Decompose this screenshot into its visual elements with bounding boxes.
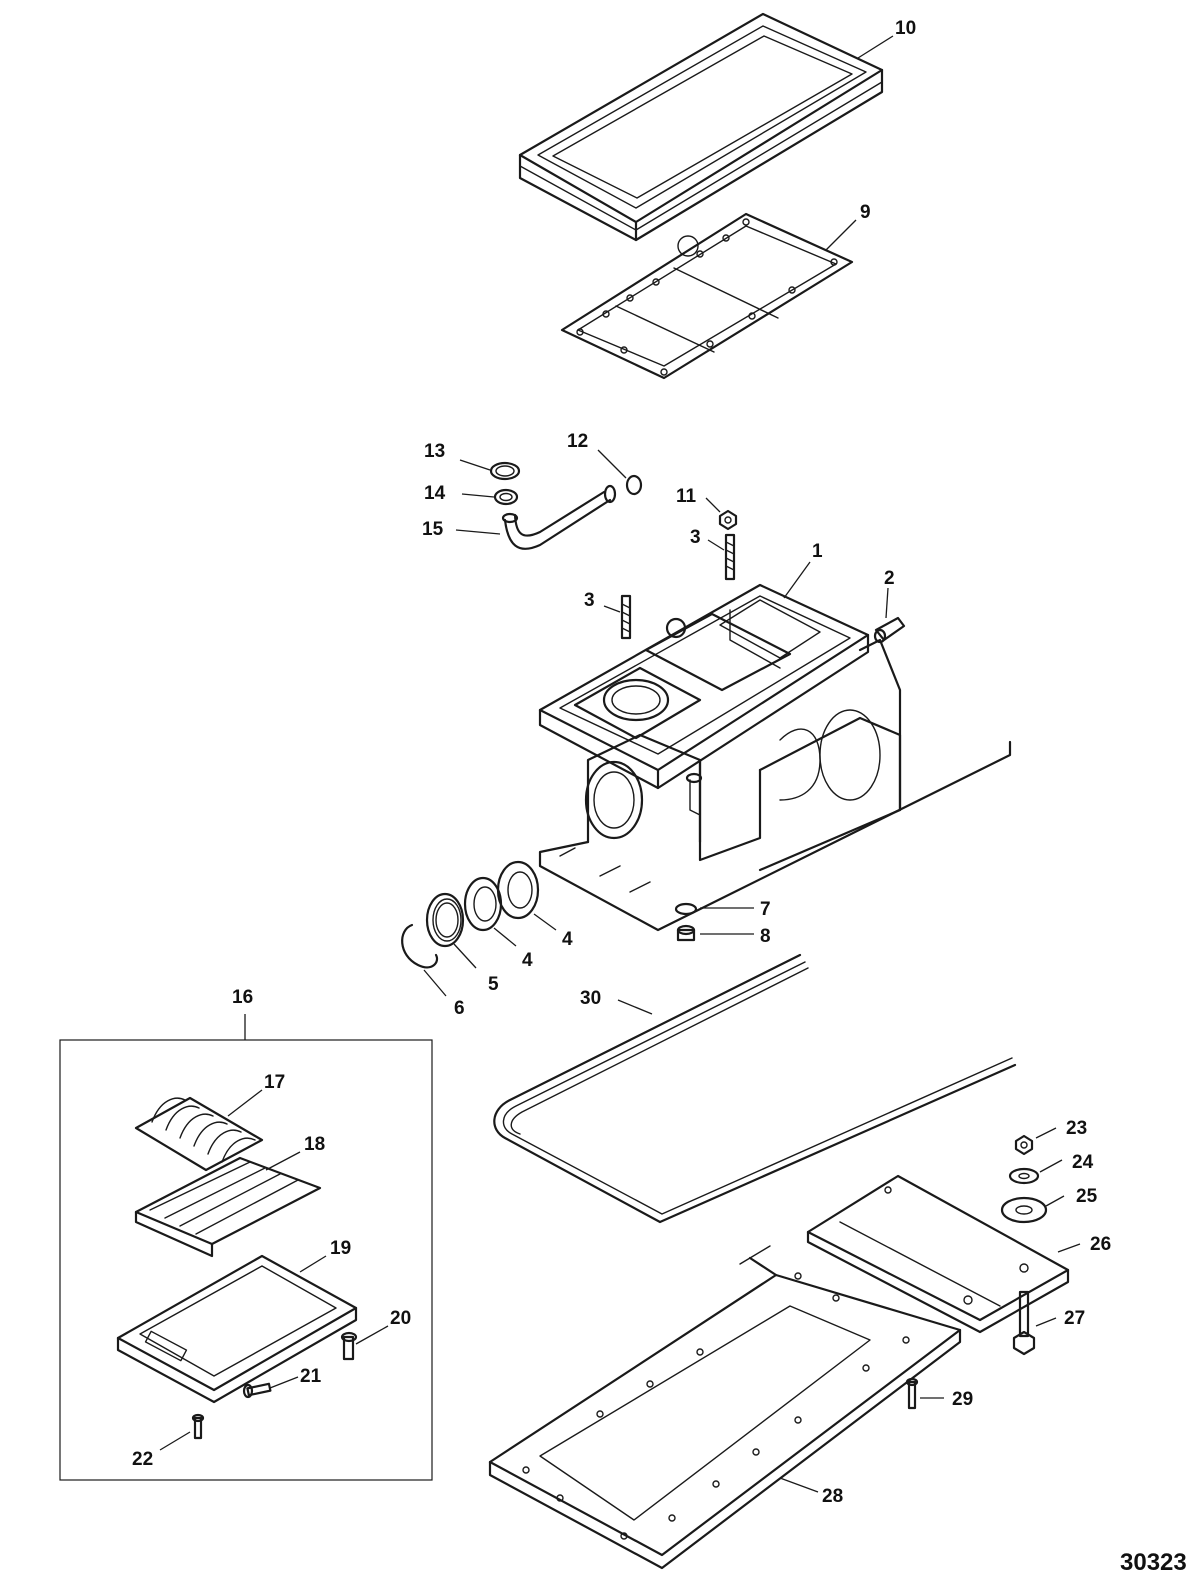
callout-26: 26 <box>1090 1234 1111 1255</box>
part-6-retaining-ring <box>401 923 439 969</box>
callout-22: 22 <box>132 1449 153 1470</box>
callout-7: 7 <box>760 899 771 920</box>
part-23-nut <box>1014 1134 1034 1156</box>
part-24-washer <box>1008 1167 1040 1185</box>
callout-8: 8 <box>760 926 771 947</box>
part-30-seal-strip <box>493 953 1017 1224</box>
part-16-kit-box <box>59 1014 433 1481</box>
callout-labels: 10 9 13 14 15 12 11 3 1 2 3 7 8 4 4 5 6 … <box>132 18 1111 1507</box>
callout-17: 17 <box>264 1072 285 1093</box>
callout-3-lower: 3 <box>584 590 595 611</box>
part-26-plate <box>806 1174 1070 1334</box>
part-8-plug <box>676 924 696 942</box>
callout-23: 23 <box>1066 1118 1087 1139</box>
part-5-bearing <box>425 892 465 948</box>
callout-15: 15 <box>422 519 444 540</box>
callout-24: 24 <box>1072 1152 1094 1173</box>
callout-11: 11 <box>676 486 697 507</box>
part-29-screw <box>905 1377 919 1410</box>
callout-12: 12 <box>567 431 588 452</box>
callout-3-upper: 3 <box>690 527 701 548</box>
callout-13: 13 <box>424 441 445 462</box>
part-10-cover-frame <box>518 12 884 242</box>
callout-19: 19 <box>330 1238 351 1259</box>
callout-18: 18 <box>304 1134 325 1155</box>
callout-1: 1 <box>812 541 823 562</box>
callout-28: 28 <box>822 1486 843 1507</box>
leader-lines <box>159 35 1081 1493</box>
callout-29: 29 <box>952 1389 973 1410</box>
callout-6: 6 <box>454 998 465 1019</box>
callout-5: 5 <box>488 974 499 995</box>
part-21-screw <box>242 1382 272 1399</box>
callout-30: 30 <box>580 988 601 1009</box>
callout-20: 20 <box>390 1308 411 1329</box>
callout-4-outer: 4 <box>562 929 573 950</box>
part-12-o-ring <box>625 474 643 496</box>
part-20-screw <box>340 1331 358 1361</box>
callout-2: 2 <box>884 568 895 589</box>
callout-10: 10 <box>895 18 916 39</box>
callout-16: 16 <box>232 987 253 1008</box>
part-28-mounting-plate <box>488 1245 962 1570</box>
part-27-bolt <box>1012 1290 1036 1356</box>
part-3-stud-lower <box>620 594 632 640</box>
part-3-stud-upper <box>724 533 736 581</box>
part-4-seal-outer <box>496 860 540 920</box>
part-4-seal-inner <box>463 876 503 932</box>
callout-9: 9 <box>860 202 871 223</box>
part-25-washer <box>1000 1196 1048 1224</box>
figure-number: 30323 <box>1120 1549 1187 1576</box>
part-9-gasket <box>560 212 854 380</box>
part-13-o-ring <box>489 461 521 481</box>
callout-25: 25 <box>1076 1186 1098 1207</box>
part-1-housing <box>538 583 1012 932</box>
callout-14: 14 <box>424 483 446 504</box>
part-14-o-ring <box>493 488 519 506</box>
part-7-washer <box>674 902 698 916</box>
callout-4-inner: 4 <box>522 950 533 971</box>
part-19-reed-frame <box>116 1254 358 1404</box>
part-11-nut <box>718 509 738 531</box>
part-17-spring-plate <box>134 1096 264 1172</box>
part-15-tube <box>501 484 617 550</box>
part-18-reed-block <box>134 1156 322 1258</box>
part-22-screw <box>191 1413 205 1440</box>
callout-27: 27 <box>1064 1308 1085 1329</box>
callout-21: 21 <box>300 1366 322 1387</box>
part-2-fitting <box>873 616 906 644</box>
